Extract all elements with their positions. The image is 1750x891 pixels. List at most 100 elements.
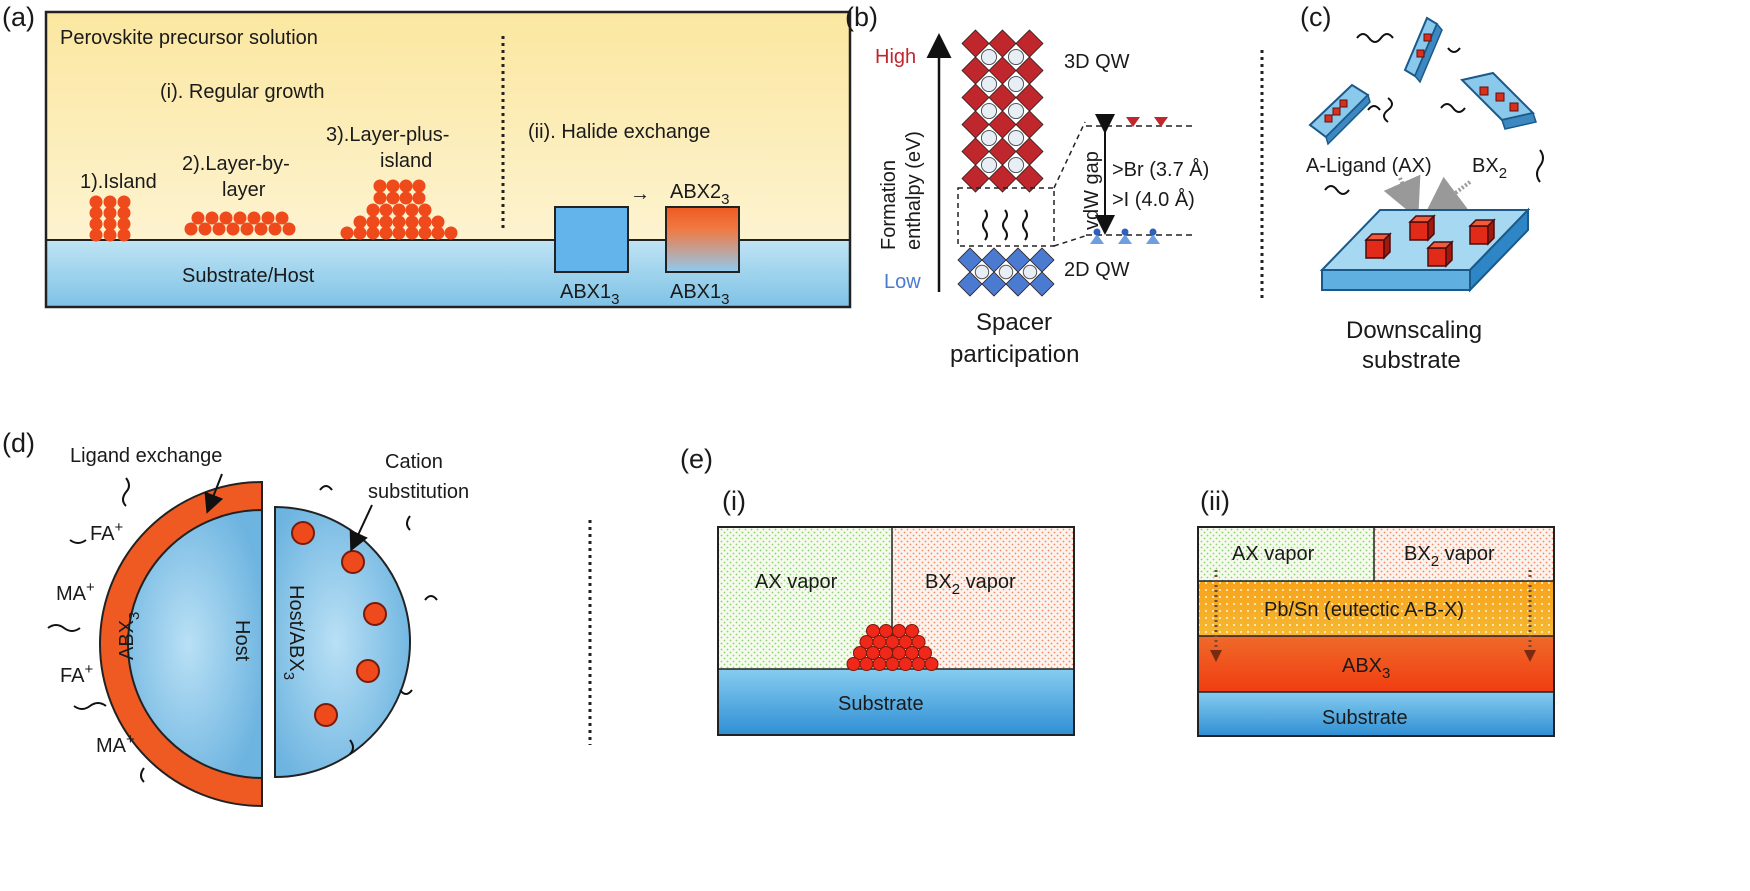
particle [103, 206, 117, 220]
particle [392, 203, 406, 217]
diffusion-arrowhead-right [1524, 650, 1536, 662]
particle [1007, 102, 1025, 120]
particle [399, 179, 413, 193]
particle [859, 657, 874, 671]
panel-e-i-frame [717, 526, 1075, 736]
abx2-label: ABX23 [670, 181, 730, 208]
particle [1007, 48, 1025, 66]
octahedron [957, 271, 983, 297]
particle [911, 657, 926, 671]
bx2-vapor-region-ii [1374, 527, 1554, 581]
fa-label-1: FA+ [90, 519, 123, 545]
diffusion-arrows [1214, 570, 1532, 650]
particle [980, 75, 998, 93]
flake-top [1403, 16, 1443, 84]
particle [980, 48, 998, 66]
particle [911, 635, 926, 649]
particle [103, 195, 117, 209]
particle [405, 215, 419, 229]
particle [431, 226, 445, 240]
particle [1007, 156, 1025, 174]
abx3-layer-label: ABX3 [1342, 655, 1390, 682]
ligand-exchange-label: Ligand exchange [70, 445, 222, 467]
particle [340, 226, 354, 240]
particle [198, 222, 212, 236]
spacer-wave-1 [982, 209, 988, 241]
layer-by-layer-label-1: 2).Layer-by- [182, 153, 290, 175]
zoom-line-top [1053, 121, 1086, 189]
particle [399, 191, 413, 205]
layer-plus-island-label-1: 3).Layer-plus- [326, 124, 449, 146]
downscaling-caption-2: substrate [1362, 347, 1461, 374]
particle [282, 222, 296, 236]
spacer-caption-1: Spacer [976, 309, 1052, 336]
octahedron [981, 271, 1007, 297]
panel-a: (a) Perovskite precursor solution (i). R… [2, 2, 852, 309]
ma-label-2: MA+ [96, 731, 135, 757]
particle [240, 222, 254, 236]
particle [1007, 129, 1025, 147]
ax-vapor-label-ii: AX vapor [1232, 543, 1315, 565]
particle [386, 179, 400, 193]
particle [418, 226, 432, 240]
substrate-host-label: Substrate/Host [182, 265, 315, 287]
spacer-wave-3 [1022, 209, 1028, 241]
panel-e-ii-frame [1197, 526, 1555, 737]
panel-a-tag: (a) [2, 2, 35, 32]
particle [117, 228, 131, 242]
particle [846, 657, 861, 671]
cation-label-2: substitution [368, 481, 469, 503]
substrate-label-i: Substrate [838, 693, 924, 715]
high-label: High [875, 46, 916, 68]
ligand-flow-arrow [1383, 174, 1421, 220]
abx1-right-label: ABX13 [670, 281, 730, 308]
particle [219, 211, 233, 225]
particle [379, 215, 393, 229]
bx2-label: BX2 [1472, 155, 1507, 182]
particle [89, 228, 103, 242]
particle [117, 217, 131, 231]
particle [373, 191, 387, 205]
ax-vapor-region-ii [1198, 527, 1374, 581]
cation-label-1: Cation [385, 451, 443, 473]
spacer-region [957, 187, 1055, 247]
solution-region [46, 12, 850, 240]
particle [980, 129, 998, 147]
panel-c-tag: (c) [1300, 2, 1331, 32]
particle [226, 222, 240, 236]
solution-label: Perovskite precursor solution [60, 27, 318, 49]
substrate-label-ii: Substrate [1322, 707, 1408, 729]
abx1-block-left [554, 206, 629, 273]
panel-d: (d) Ligand exchange Cation substitution … [2, 428, 469, 808]
particle [254, 222, 268, 236]
host-core [127, 508, 263, 780]
particle [974, 264, 990, 280]
ligand-waves-d [47, 477, 438, 783]
particle [980, 102, 998, 120]
spacer-caption-2: participation [950, 341, 1079, 368]
particle [103, 228, 117, 242]
br-distance-label: >Br (3.7 Å) [1112, 158, 1209, 181]
eutectic-texture [1198, 581, 1554, 636]
ligand-label: A-Ligand (AX) [1306, 155, 1432, 177]
particle [366, 215, 380, 229]
particle [117, 206, 131, 220]
particle [268, 222, 282, 236]
host-abx3-half [274, 505, 411, 779]
panel-e-i-tag: (i) [722, 486, 746, 516]
particle [412, 191, 426, 205]
panel-e-ii-tag: (ii) [1200, 486, 1230, 516]
particles-layer-plus-island [340, 179, 458, 240]
particle [405, 226, 419, 240]
particle [405, 203, 419, 217]
particle [918, 646, 932, 660]
particle [905, 624, 919, 638]
octahedron [961, 164, 990, 193]
abx3-shell-label: ABX3 [116, 612, 143, 660]
crystal-3d-qw [961, 29, 1044, 193]
diffusion-arrowhead-left [1210, 650, 1222, 662]
flake-right [1460, 71, 1537, 130]
bx2-vapor-label: BX2 vapor [925, 571, 1016, 598]
particle [89, 217, 103, 231]
